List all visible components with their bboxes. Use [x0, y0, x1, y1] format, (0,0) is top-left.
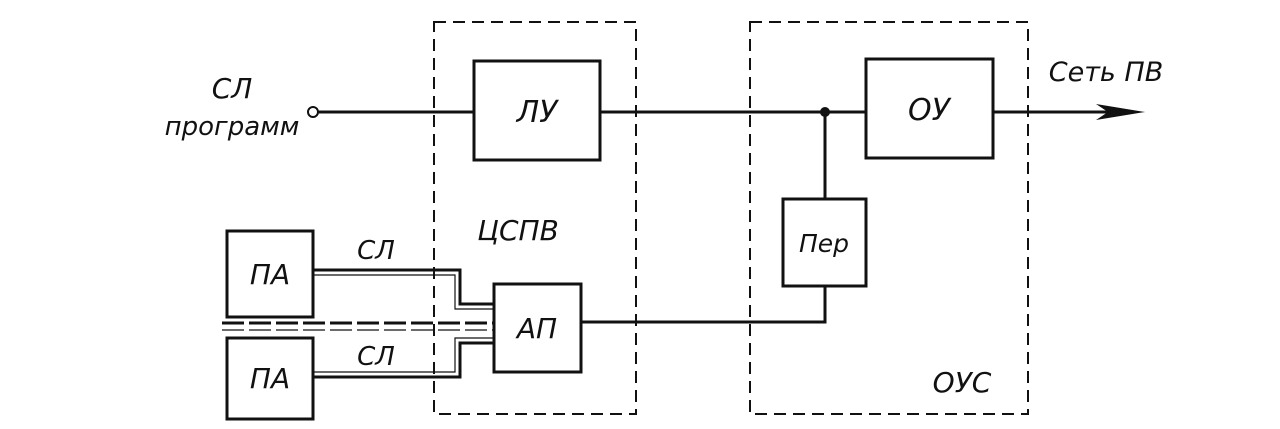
- input-terminal: [307, 106, 319, 118]
- output-arrow-head: [1096, 104, 1145, 120]
- studio-top-block: [225, 229, 315, 319]
- link-top-label: СЛ: [357, 236, 395, 266]
- output-label: Сеть ПВ: [1049, 57, 1164, 88]
- link-bottom-label: СЛ: [357, 342, 395, 372]
- output-amplifier-label: ОУ: [908, 93, 952, 128]
- studio-bottom-link: [313, 341, 494, 379]
- receiver-block: [492, 282, 583, 374]
- studio-top-link-parallel: [313, 274, 494, 310]
- line-amplifier-label: ЛУ: [516, 95, 560, 130]
- studio-bottom-link-parallel: [313, 337, 494, 373]
- studio-bottom-block: [225, 336, 315, 421]
- switch-to-receiver-line: [581, 286, 827, 324]
- center-station-label: ЦСПВ: [477, 214, 559, 247]
- output-amplifier-block: [864, 57, 995, 160]
- switch-label: Пер: [799, 229, 849, 258]
- studio-bottom-label: ПА: [250, 362, 290, 395]
- receiver-label: АП: [515, 312, 557, 345]
- studio-top-link: [313, 268, 494, 306]
- amplifier-station-frame: [749, 21, 1029, 415]
- input-label-line1: СЛ: [212, 72, 253, 105]
- studio-top-label: ПА: [250, 258, 290, 291]
- input-label-line2: программ: [165, 112, 300, 142]
- amplifier-station-label: ОУС: [933, 366, 992, 399]
- line-amplifier-block: [472, 59, 602, 162]
- center-station-frame: [433, 21, 637, 415]
